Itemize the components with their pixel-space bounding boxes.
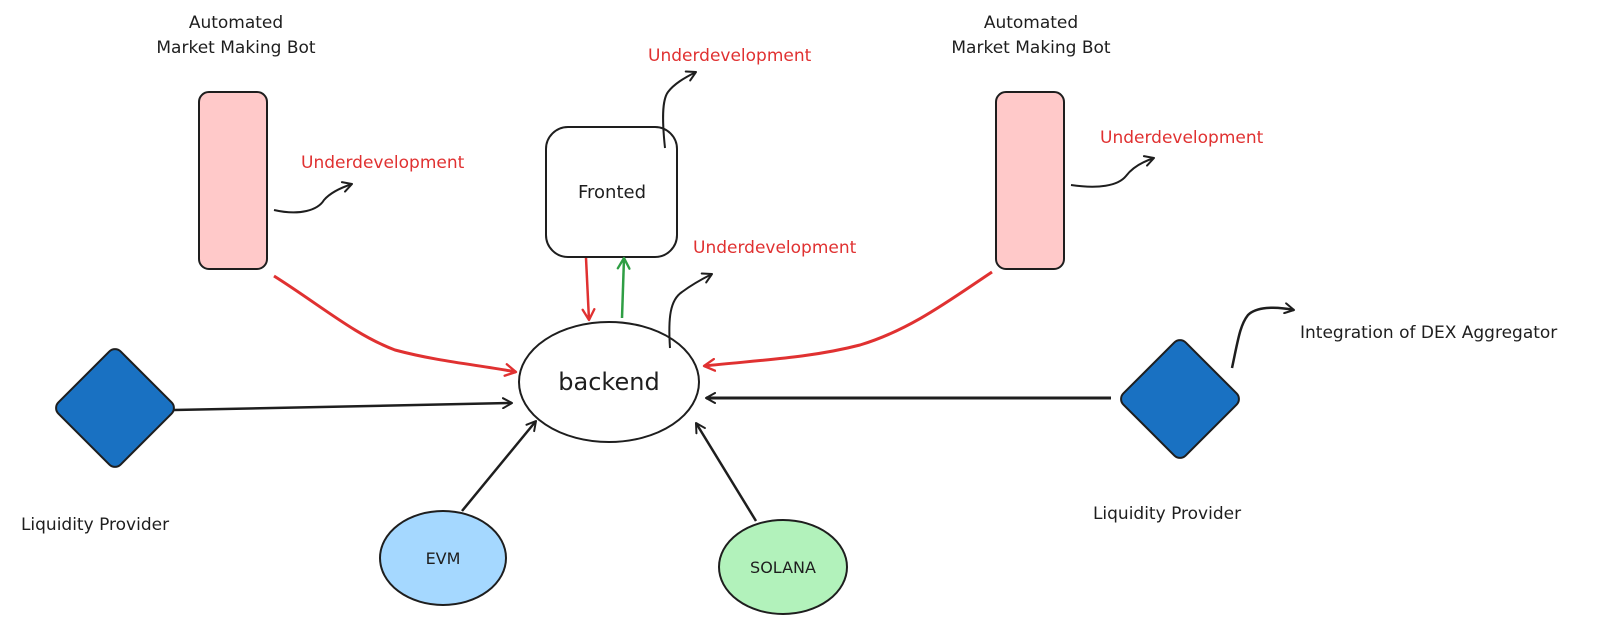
solana-ellipse[interactable] — [718, 519, 848, 615]
dex-integration-arrow — [1230, 302, 1295, 369]
lp-right-diamond[interactable] — [1118, 337, 1242, 461]
bot-right-status-arrow — [1070, 155, 1155, 188]
frontend-status: Underdevelopment — [648, 46, 812, 66]
solana-node[interactable]: SOLANA — [718, 519, 848, 615]
evm-node[interactable]: EVM — [379, 510, 507, 606]
backend-node[interactable]: backend — [518, 321, 700, 443]
bot-left-title-line2: Market Making Bot — [156, 38, 316, 58]
lp-left[interactable]: Liquidity Provider — [21, 346, 177, 535]
bot-left-status-arrow — [273, 181, 353, 214]
lp-right[interactable]: Liquidity Provider — [1093, 337, 1242, 524]
bot-right[interactable]: Automated Market Making Bot — [951, 13, 1111, 270]
frontend-status-arrow — [662, 70, 697, 149]
evm-label: EVM — [426, 549, 461, 568]
bot-left-status: Underdevelopment — [301, 153, 465, 173]
backend-status-arrow — [668, 272, 713, 349]
bot-left[interactable]: Automated Market Making Bot — [156, 13, 316, 270]
lp-left-label: Liquidity Provider — [21, 515, 169, 535]
bot-right-box[interactable] — [995, 91, 1065, 270]
bot-left-title-line1: Automated — [189, 13, 283, 33]
frontend-label: Fronted — [578, 182, 646, 203]
backend-status: Underdevelopment — [693, 238, 857, 258]
backend-ellipse[interactable] — [518, 321, 700, 443]
evm-to-backend-arrow — [461, 420, 537, 512]
lp-right-label: Liquidity Provider — [1093, 504, 1241, 524]
bot-left-to-backend-arrow — [273, 274, 518, 377]
bot-right-to-backend-arrow — [702, 270, 993, 372]
backend-label: backend — [558, 368, 659, 396]
lp-left-to-backend-arrow — [173, 397, 513, 412]
bot-right-title-line1: Automated — [984, 13, 1078, 33]
bot-right-title-line2: Market Making Bot — [951, 38, 1111, 58]
dex-integration-label: Integration of DEX Aggregator — [1300, 323, 1557, 343]
frontend-to-backend-arrow — [581, 257, 596, 322]
solana-to-backend-arrow — [694, 422, 758, 522]
frontend-node[interactable]: Fronted — [545, 126, 678, 258]
backend-to-frontend-arrow — [616, 256, 631, 319]
solana-label: SOLANA — [750, 558, 816, 577]
frontend-box[interactable] — [545, 126, 678, 258]
bot-left-box[interactable] — [198, 91, 268, 270]
lp-left-diamond[interactable] — [53, 346, 177, 470]
evm-ellipse[interactable] — [379, 510, 507, 606]
bot-right-status: Underdevelopment — [1100, 128, 1264, 148]
